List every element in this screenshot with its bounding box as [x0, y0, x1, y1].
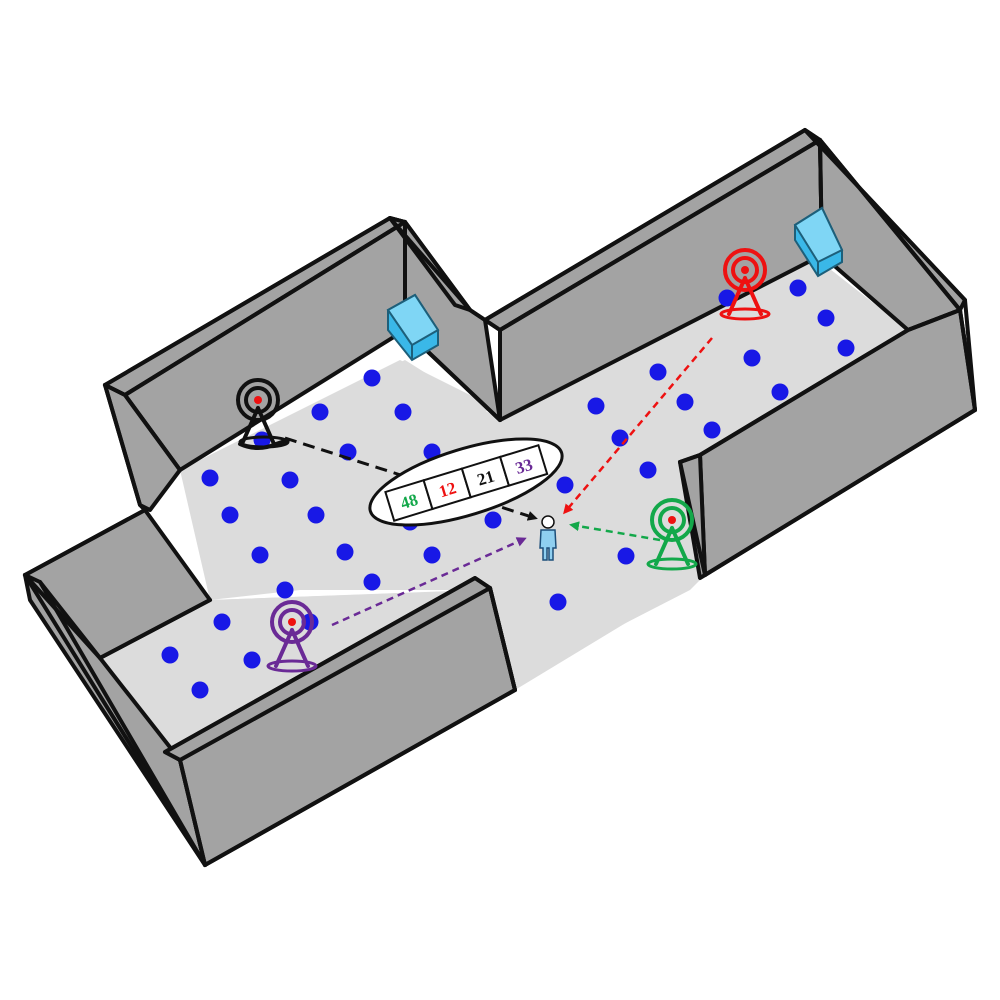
radio-tower-icon: [719, 248, 771, 321]
reference-point-icon: [161, 646, 179, 664]
reference-point-icon: [363, 573, 381, 591]
reference-point-icon: [549, 593, 567, 611]
radio-tower-icon: [646, 498, 698, 571]
reference-point-icon: [611, 429, 629, 447]
reference-point-icon: [201, 469, 219, 487]
reference-point-icon: [743, 349, 761, 367]
reference-point-icon: [649, 363, 667, 381]
rss-value-purple: 33: [513, 455, 535, 478]
reference-point-icon: [556, 476, 574, 494]
wall-outlines: [23, 128, 977, 867]
reference-point-icon: [307, 506, 325, 524]
reference-point-icon: [311, 403, 329, 421]
reference-point-icon: [817, 309, 835, 327]
radio-tower-icon: [236, 378, 290, 450]
reference-point-icon: [213, 613, 231, 631]
reference-point-icon: [221, 506, 239, 524]
reference-point-icon: [336, 543, 354, 561]
fingerprint-callout: 48 12 21 33: [368, 437, 564, 527]
reference-point-icon: [243, 651, 261, 669]
reference-point-icon: [718, 289, 736, 307]
reference-point-icon: [394, 403, 412, 421]
reference-point-icon: [191, 681, 209, 699]
reference-point-icon: [837, 339, 855, 357]
reference-point-icon: [789, 279, 807, 297]
rss-value-black: 21: [475, 466, 497, 489]
reference-point-icon: [587, 397, 605, 415]
reference-point-icon: [251, 546, 269, 564]
rss-value-green: 48: [398, 490, 420, 513]
reference-point-icon: [639, 461, 657, 479]
person-icon: [539, 515, 557, 561]
reference-point-icon: [363, 369, 381, 387]
reference-point-icon: [676, 393, 694, 411]
box-obstacle-icon: [386, 293, 440, 362]
radio-tower-icon: [266, 600, 318, 673]
box-obstacle-icon: [793, 206, 844, 278]
rss-value-red: 12: [437, 478, 459, 501]
reference-point-icon: [703, 421, 721, 439]
reference-point-icon: [276, 581, 294, 599]
reference-point-icon: [617, 547, 635, 565]
reference-point-icon: [423, 546, 441, 564]
reference-point-icon: [771, 383, 789, 401]
signal-arrow-green: [569, 521, 661, 542]
signal-arrow-red: [563, 337, 713, 515]
fingerprint-cells: 48 12 21 33: [384, 443, 549, 522]
reference-point-icon: [281, 471, 299, 489]
reference-point-icon: [484, 511, 502, 529]
